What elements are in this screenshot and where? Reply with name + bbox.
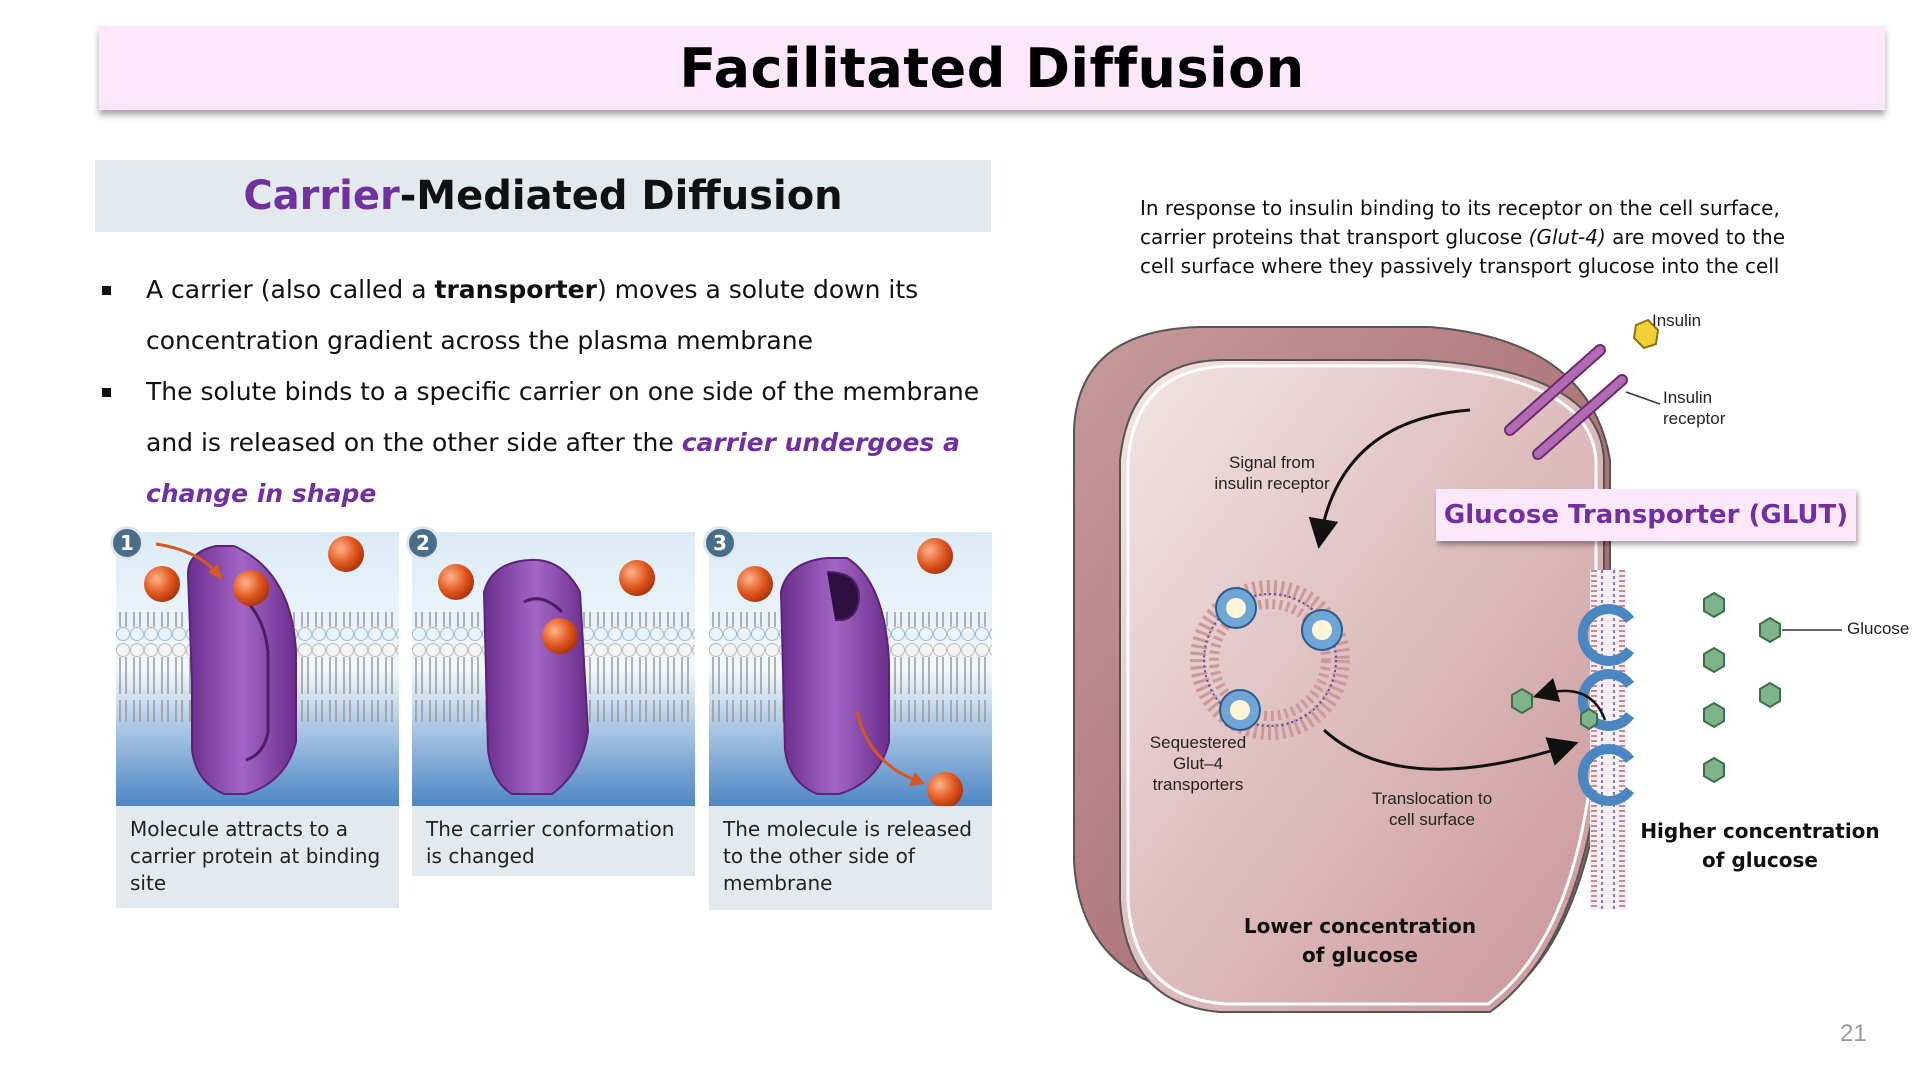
- solute-molecule: [144, 566, 180, 602]
- sequestered-label: Sequestered Glut–4 transporters: [1149, 733, 1247, 794]
- solute-molecule: [438, 564, 474, 600]
- glucose-molecules: [1511, 591, 1781, 784]
- bullet-emphasis: carrier undergoes a change in shape: [146, 428, 960, 508]
- step-1-badge: 1: [110, 526, 144, 560]
- bullet-item: The solute binds to a specific carrier o…: [100, 366, 1020, 519]
- solute-molecule: [542, 618, 578, 654]
- lower-concentration-label: Lower concentration of glucose: [1243, 914, 1477, 967]
- translocation-label: Translocation to cell surface: [1371, 789, 1493, 829]
- subtitle-accent: Carrier: [243, 173, 400, 219]
- bullet-square-icon: [102, 388, 111, 397]
- glut-callout-text: Glucose Transporter (GLUT): [1443, 500, 1849, 530]
- solute-molecule: [233, 570, 269, 606]
- bullet-text: The solute binds to a specific carrier o…: [146, 377, 980, 457]
- step-1-caption: Molecule attracts to a carrier protein a…: [116, 806, 399, 908]
- slide-title-bar: Facilitated Diffusion: [99, 26, 1885, 110]
- glut-transporter-icon: [1577, 669, 1635, 731]
- step-1-illustration: [116, 532, 399, 806]
- slide-title: Facilitated Diffusion: [679, 36, 1305, 100]
- step-3-badge: 3: [703, 526, 737, 560]
- glut4-cell-diagram: [1070, 300, 1920, 1020]
- bullet-item: A carrier (also called a transporter) mo…: [100, 264, 1020, 366]
- glut-transporter-icon: [1577, 604, 1635, 666]
- bullet-text: ) moves a solute down its concentration …: [146, 275, 919, 355]
- insulin-receptor-icon: [1504, 344, 1661, 460]
- signal-label: Signal from insulin receptor: [1214, 453, 1330, 493]
- bullet-square-icon: [102, 286, 111, 295]
- insulin-receptor-label: Insulin receptor: [1663, 388, 1726, 428]
- step-2-badge: 2: [406, 526, 440, 560]
- solute-molecule: [619, 560, 655, 596]
- insulin-icon: [1632, 318, 1660, 350]
- glut-transporter-icon: [1577, 744, 1635, 806]
- page-number: 21: [1840, 1020, 1867, 1047]
- subtitle: Carrier-Mediated Diffusion: [243, 173, 842, 219]
- plasma-membrane-strip: [1590, 570, 1626, 910]
- cell-illustration: [1073, 318, 1842, 1013]
- bullet-bold: transporter: [434, 275, 597, 304]
- glut4-vesicle-icon: [1190, 580, 1350, 740]
- glucose-label: Glucose: [1847, 619, 1910, 638]
- bullet-list: A carrier (also called a transporter) mo…: [100, 264, 1020, 519]
- step-2-caption: The carrier conformation is changed: [412, 806, 695, 876]
- glut-callout: Glucose Transporter (GLUT): [1436, 489, 1856, 541]
- membrane-illustration: [709, 532, 992, 806]
- solute-molecule: [328, 536, 364, 572]
- bullet-text: A carrier (also called a: [146, 275, 435, 304]
- membrane-illustration: [116, 532, 399, 806]
- higher-concentration-label: Higher concentration of glucose: [1640, 819, 1880, 872]
- step-2-illustration: [412, 532, 695, 806]
- solute-molecule: [737, 566, 773, 602]
- subtitle-box: Carrier-Mediated Diffusion: [95, 160, 991, 232]
- membrane-illustration: [412, 532, 695, 806]
- step-3-caption: The molecule is released to the other si…: [709, 806, 992, 910]
- insulin-label: Insulin: [1652, 311, 1702, 330]
- subtitle-rest: -Mediated Diffusion: [399, 173, 843, 219]
- insulin-intro-text: In response to insulin binding to its re…: [1140, 196, 1786, 278]
- solute-molecule: [917, 538, 953, 574]
- step-3-illustration: [709, 532, 992, 806]
- solute-molecule: [927, 772, 963, 806]
